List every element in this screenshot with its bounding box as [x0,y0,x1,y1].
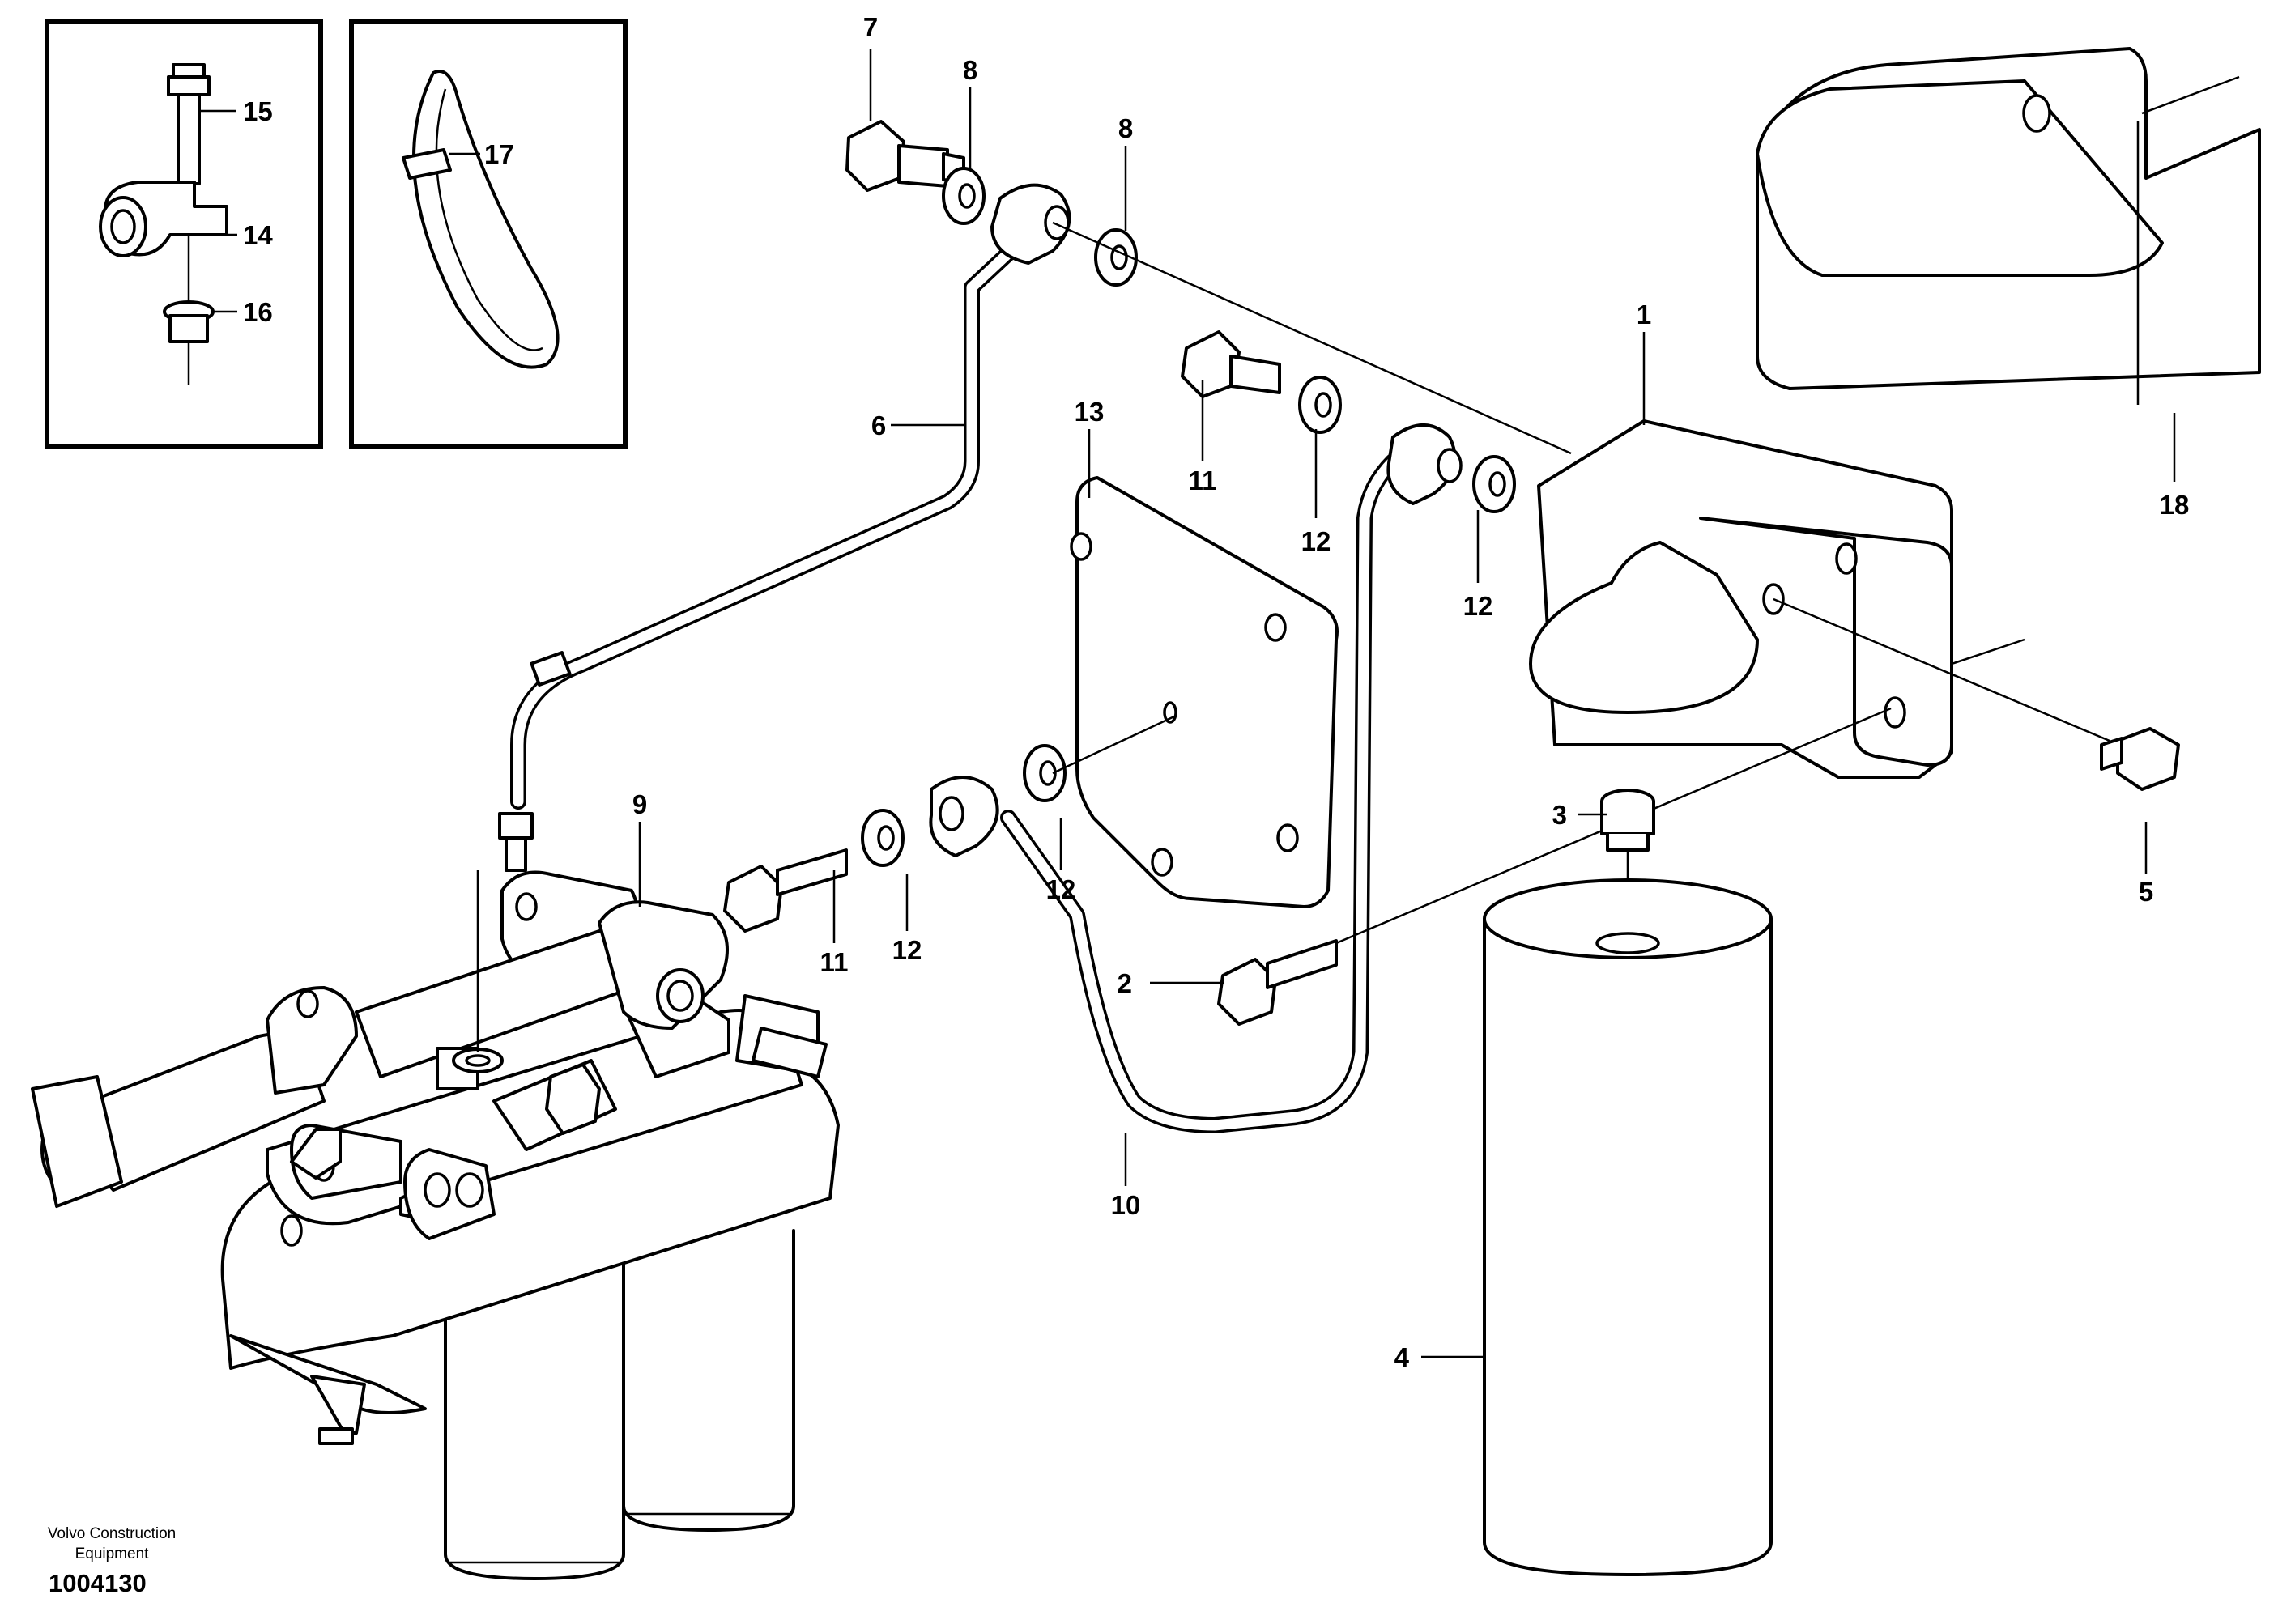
callout-4: 4 [1394,1342,1410,1372]
nipple-3 [1600,789,1655,955]
washer-8-right [1094,228,1138,287]
pipe-6 [498,223,1041,872]
washer-8-left [942,167,986,225]
callout-15: 15 [243,96,273,126]
bolt-11-lower [723,848,848,933]
callout-18: 18 [2160,490,2190,520]
bolt-2 [1217,939,1338,1026]
callout-8-right: 8 [1118,113,1133,143]
washer-12-upper-a [1298,376,1342,434]
callout-8-left: 8 [963,55,977,85]
callout-16: 16 [243,297,273,327]
filter-head [1529,419,2025,779]
callout-12-lower-a: 12 [892,935,922,965]
pipe-10 [1000,453,1401,1133]
inset-cable-tie [349,19,628,449]
credit-line-2: Equipment [75,1545,150,1562]
axis-line-lower [1052,715,1175,775]
washer-12-lower-a [861,809,905,867]
callouts: 7 8 8 6 13 11 12 12 1 18 3 2 5 9 11 12 1… [243,12,2189,1372]
cover-plate [1070,476,1339,908]
credit-block: Volvo Construction Equipment 1004130 [48,1525,176,1597]
axis-line-plug [1773,597,2110,742]
fuel-filter-housing [31,870,840,1580]
callout-11-upper: 11 [1189,466,1217,495]
callout-6: 6 [871,410,886,440]
filter-cartridge-4 [1483,878,1773,1576]
callout-12-lower-b: 12 [1046,874,1076,904]
bolt-11-upper [1181,330,1281,398]
callout-2: 2 [1118,968,1132,998]
banjo-fitting-upper [990,183,1071,265]
callout-12-upper-b: 12 [1463,591,1493,621]
credit-line-1: Volvo Construction [48,1525,176,1542]
callout-14: 14 [243,220,273,250]
callout-5: 5 [2139,877,2153,907]
banjo-fitting-lower [929,776,999,857]
callout-1: 1 [1637,300,1651,329]
callout-10: 10 [1111,1190,1141,1220]
bolt-7 [845,120,965,192]
callout-17: 17 [484,139,514,169]
leader-lines [198,49,2176,1358]
washer-12-lower-b [1023,744,1067,802]
callout-13: 13 [1075,397,1105,427]
callout-3: 3 [1552,800,1567,830]
callout-7: 7 [863,12,878,42]
axis-line-upper [1052,221,1572,455]
inset-bolt-clamp [45,19,323,449]
callout-11-lower: 11 [820,947,849,977]
callout-12-upper-a: 12 [1301,526,1331,556]
callout-9: 9 [632,789,647,819]
plug-5 [2100,727,2180,791]
filter-guard [1756,47,2261,405]
washer-12-upper-b [1472,455,1516,513]
document-number: 1004130 [49,1569,147,1597]
banjo-fitting-mid [1386,423,1463,505]
